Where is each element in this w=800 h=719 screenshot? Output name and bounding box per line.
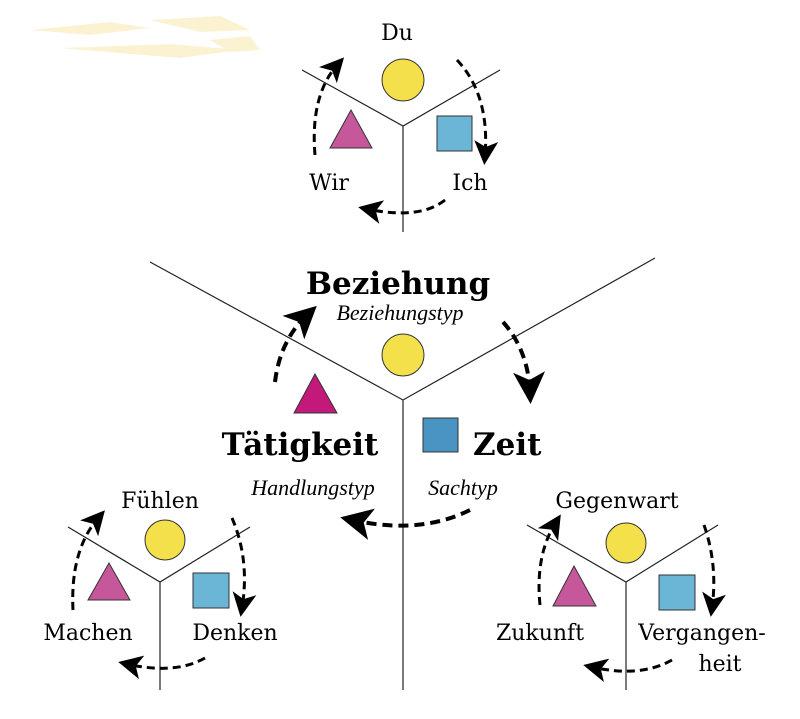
circle-shape xyxy=(605,522,647,564)
label-heit: heit xyxy=(698,652,741,677)
arrow-icon xyxy=(118,655,206,680)
right-cycle: Gegenwart Zukunft Vergangen- heit xyxy=(496,489,766,690)
arrow-icon xyxy=(312,57,345,156)
label-fuehlen: Fühlen xyxy=(121,489,199,514)
faint-smudge xyxy=(30,16,260,58)
circle-shape xyxy=(144,519,186,561)
arrow-icon xyxy=(340,508,471,540)
label-beziehung: Beziehung xyxy=(306,266,490,302)
arrow-icon xyxy=(358,198,446,224)
triangle-shape xyxy=(329,108,373,149)
arrow-icon xyxy=(230,517,257,617)
square-shape xyxy=(422,417,459,453)
triangle-shape xyxy=(293,372,338,414)
label-zeit: Zeit xyxy=(473,427,542,463)
square-shape xyxy=(436,115,473,152)
square-shape xyxy=(192,572,230,609)
axis-lines xyxy=(149,257,656,690)
label-wir: Wir xyxy=(309,171,349,196)
label-sachtyp: Sachtyp xyxy=(428,475,498,500)
arrow-icon xyxy=(702,524,726,617)
arrow-icon xyxy=(273,305,317,383)
arrow-icon xyxy=(583,658,673,683)
label-zukunft: Zukunft xyxy=(496,621,584,646)
circle-shape xyxy=(381,58,425,102)
arrow-icon xyxy=(537,514,561,606)
label-vergangen: Vergangen- xyxy=(637,621,765,646)
left-cycle: Fühlen Machen Denken xyxy=(43,489,278,690)
label-denken: Denken xyxy=(192,621,277,646)
triangle-shape xyxy=(87,561,131,601)
arrow-icon xyxy=(501,320,546,404)
label-machen: Machen xyxy=(43,621,132,646)
label-beziehungstyp: Beziehungstyp xyxy=(336,300,463,325)
axis-lines xyxy=(526,524,719,690)
axis-lines xyxy=(67,526,251,690)
label-gegenwart: Gegenwart xyxy=(555,489,678,514)
triangle-shape xyxy=(552,564,597,607)
arrow-icon xyxy=(71,510,105,611)
top-cycle: Du Wir Ich xyxy=(301,21,501,232)
square-shape xyxy=(658,574,696,611)
center-cycle: Beziehung Beziehungstyp Tätigkeit Handlu… xyxy=(149,257,656,690)
label-ich: Ich xyxy=(452,171,487,196)
label-handlungstyp: Handlungstyp xyxy=(250,475,374,500)
label-taetigkeit: Tätigkeit xyxy=(222,427,379,463)
circle-shape xyxy=(381,333,425,377)
label-du: Du xyxy=(381,21,413,46)
